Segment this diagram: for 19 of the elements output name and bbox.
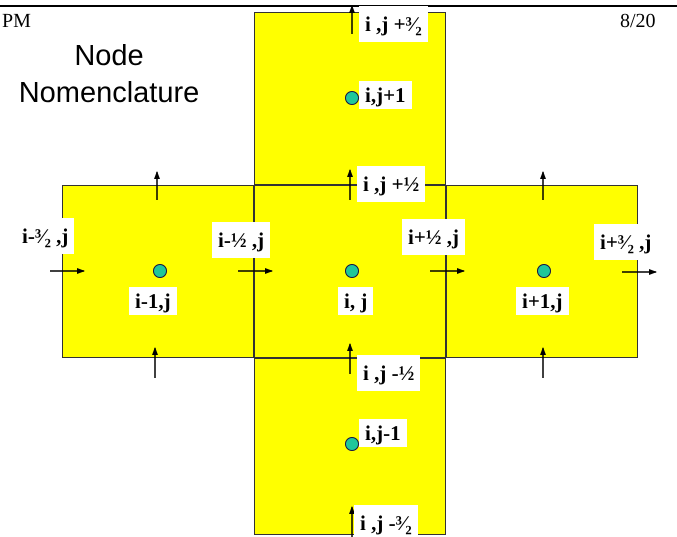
face-label: i ,j -½ — [357, 355, 420, 391]
arrow — [238, 268, 273, 274]
arrow — [347, 343, 353, 374]
node-label: i,j+1 — [359, 81, 412, 109]
slide-title: Node Nomenclature — [18, 39, 200, 111]
face-label: i+½ ,j — [402, 219, 466, 255]
header-text: 8/20 — [620, 10, 656, 33]
arrow — [430, 268, 465, 274]
face-label: i ,j +½ — [357, 166, 426, 202]
grid-cell — [446, 185, 638, 358]
face-label: i ,j +³⁄₂ — [359, 6, 428, 42]
header-text: PM — [2, 10, 31, 33]
node-label: i, j — [338, 287, 374, 315]
node-label: i-1,j — [129, 287, 177, 315]
face-label: i-½ ,j — [212, 222, 270, 258]
face-label: i ,j -³⁄₂ — [354, 505, 418, 537]
arrow — [347, 169, 353, 200]
node-label: i+1,j — [516, 287, 569, 315]
node-label: i,j-1 — [359, 419, 407, 447]
